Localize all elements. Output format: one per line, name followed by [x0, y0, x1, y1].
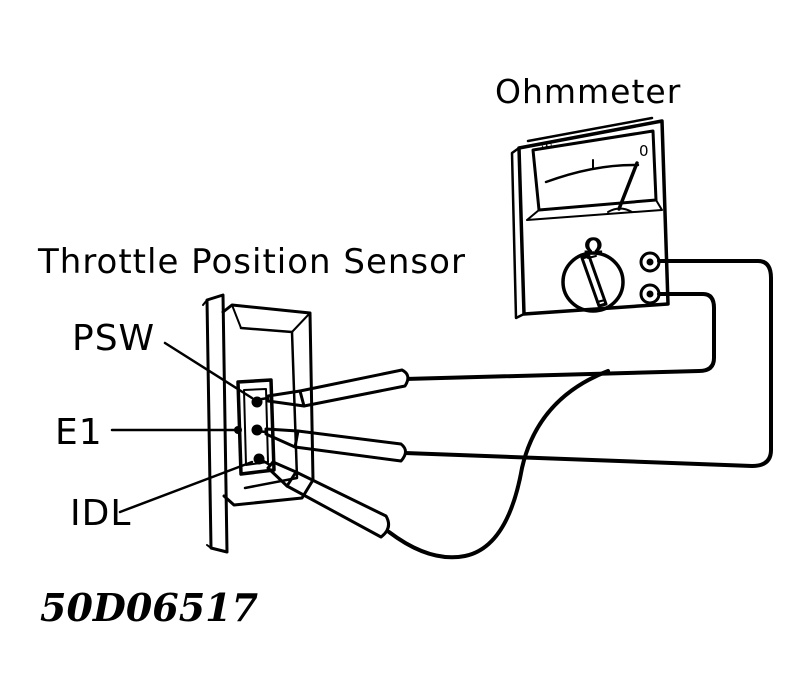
e1-tap	[234, 426, 242, 434]
e1-label: E1	[55, 412, 103, 453]
leader-lines	[110, 341, 254, 514]
test-leads	[387, 259, 773, 560]
probe-upper	[254, 368, 410, 408]
sensor-label: Throttle Position Sensor	[38, 242, 466, 282]
terminal-e1	[251, 424, 263, 436]
psw-label: PSW	[72, 318, 156, 359]
idl-leader	[118, 460, 254, 514]
sensor-connector-rim	[243, 388, 269, 466]
ohmmeter-scale-infinity: ∞	[540, 135, 553, 154]
lead-idl	[387, 369, 610, 560]
ohmmeter-case-front	[517, 119, 670, 316]
idl-label: IDL	[70, 493, 132, 534]
ohmmeter-terminal-negative	[639, 283, 661, 305]
ohm-symbol-icon: Ω	[584, 235, 603, 260]
sensor-body-inner-wall	[239, 326, 299, 490]
sensor-connector-housing	[236, 378, 276, 476]
probe-middle	[254, 427, 407, 463]
terminal-psw	[251, 396, 263, 408]
ohmmeter-case-bevel	[510, 116, 654, 320]
ohmmeter-scale-zero: 0	[639, 142, 649, 160]
terminal-idl	[253, 453, 265, 465]
ohmmeter-label: Ohmmeter	[495, 72, 682, 111]
range-selector-knob	[561, 251, 625, 313]
lead-upper	[403, 292, 716, 381]
figure-code: 50D06517	[40, 585, 259, 630]
ohmmeter-window-lower-bevel	[526, 199, 663, 221]
ohmmeter	[510, 116, 670, 320]
probe-idl	[258, 457, 391, 539]
sensor-plate-edge	[202, 299, 212, 549]
ohmmeter-needle	[617, 161, 639, 211]
throttle-position-sensor	[202, 293, 315, 554]
ohmmeter-needle-pivot	[607, 207, 633, 213]
sensor-body-rib	[231, 304, 311, 333]
ohmmeter-terminal-positive	[639, 251, 661, 273]
lead-lower	[403, 259, 773, 468]
psw-leader	[163, 341, 254, 400]
sensor-mounting-plate	[205, 293, 229, 554]
